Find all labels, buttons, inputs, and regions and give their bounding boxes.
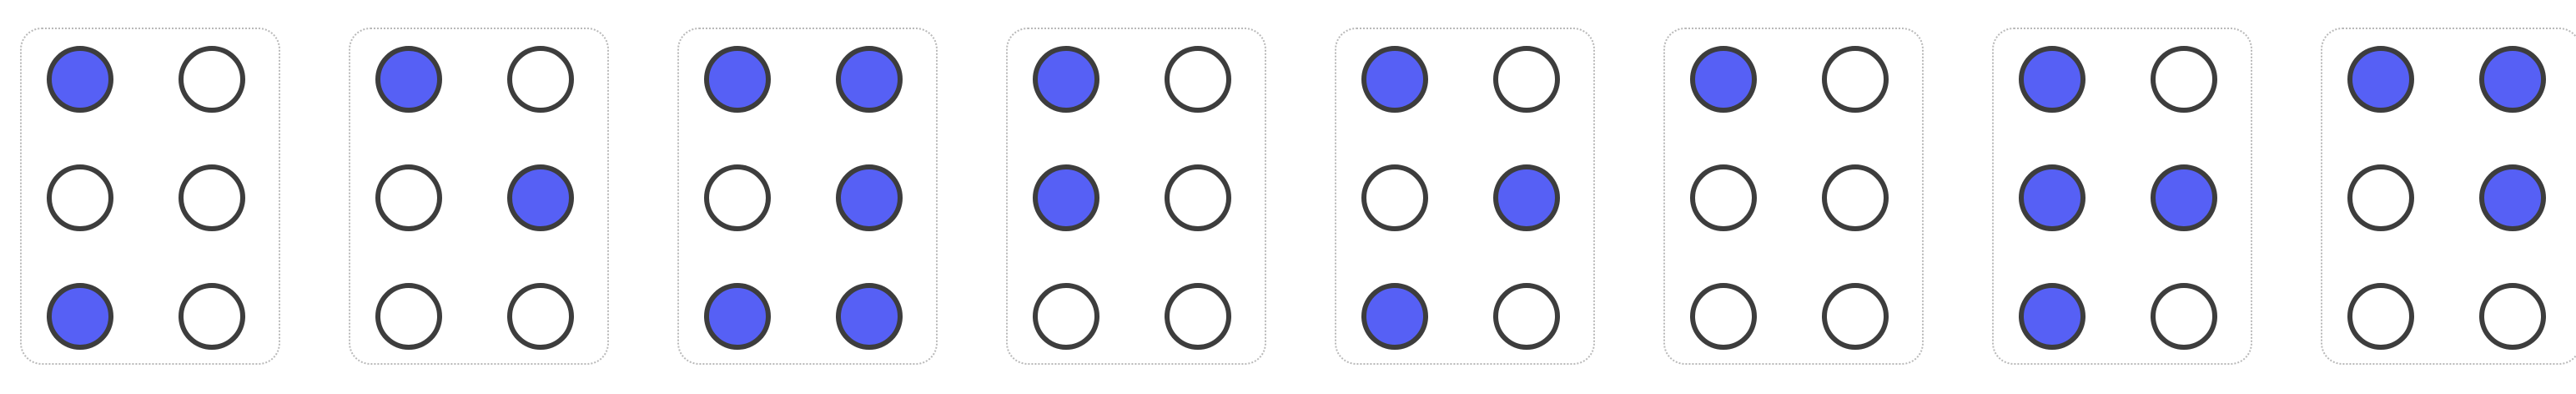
- braille-dot-2-raised: [2019, 164, 2085, 231]
- braille-cell-6: [1663, 28, 1924, 365]
- braille-cell-5: [1335, 28, 1595, 365]
- braille-dot-2-flat: [1690, 164, 1757, 231]
- braille-dot-1-raised: [1690, 46, 1757, 113]
- braille-cell-2: [349, 28, 609, 365]
- braille-dot-6-flat: [507, 283, 574, 350]
- braille-dot-6-flat: [2151, 283, 2217, 350]
- braille-dot-3-flat: [375, 283, 442, 350]
- braille-dot-4-flat: [1822, 46, 1889, 113]
- braille-dot-3-flat: [2347, 283, 2414, 350]
- braille-dot-5-raised: [2479, 164, 2546, 231]
- braille-dot-2-flat: [375, 164, 442, 231]
- braille-dot-1-raised: [2019, 46, 2085, 113]
- braille-dot-3-flat: [1690, 283, 1757, 350]
- braille-cell-8: [2321, 28, 2576, 365]
- braille-dot-2-flat: [704, 164, 771, 231]
- braille-dot-1-raised: [375, 46, 442, 113]
- braille-dot-3-flat: [1033, 283, 1099, 350]
- braille-cell-7: [1992, 28, 2252, 365]
- braille-dot-1-raised: [1033, 46, 1099, 113]
- braille-dot-6-flat: [2479, 283, 2546, 350]
- braille-dot-1-raised: [704, 46, 771, 113]
- braille-dot-2-flat: [47, 164, 113, 231]
- braille-dot-6-flat: [1165, 283, 1231, 350]
- braille-dot-6-flat: [179, 283, 245, 350]
- braille-dot-5-flat: [1822, 164, 1889, 231]
- braille-dot-4-flat: [179, 46, 245, 113]
- braille-dot-5-raised: [1493, 164, 1560, 231]
- braille-dot-1-raised: [2347, 46, 2414, 113]
- braille-dot-1-raised: [1361, 46, 1428, 113]
- braille-dot-5-flat: [1165, 164, 1231, 231]
- braille-dot-6-flat: [1493, 283, 1560, 350]
- braille-cell-1: [20, 28, 280, 365]
- braille-dot-4-flat: [507, 46, 574, 113]
- braille-dot-4-raised: [2479, 46, 2546, 113]
- braille-dot-5-raised: [2151, 164, 2217, 231]
- braille-dot-6-flat: [1822, 283, 1889, 350]
- braille-dot-3-raised: [47, 283, 113, 350]
- braille-dot-4-flat: [2151, 46, 2217, 113]
- braille-dot-3-raised: [2019, 283, 2085, 350]
- braille-cell-3: [677, 28, 938, 365]
- braille-dot-3-raised: [704, 283, 771, 350]
- braille-dot-2-flat: [2347, 164, 2414, 231]
- braille-dot-4-flat: [1493, 46, 1560, 113]
- braille-dot-5-flat: [179, 164, 245, 231]
- braille-dot-2-raised: [1033, 164, 1099, 231]
- braille-dot-5-raised: [836, 164, 903, 231]
- braille-dot-4-raised: [836, 46, 903, 113]
- braille-dot-2-flat: [1361, 164, 1428, 231]
- braille-dot-6-raised: [836, 283, 903, 350]
- braille-dot-4-flat: [1165, 46, 1231, 113]
- braille-dot-5-raised: [507, 164, 574, 231]
- braille-dot-3-raised: [1361, 283, 1428, 350]
- braille-dot-1-raised: [47, 46, 113, 113]
- braille-cell-4: [1006, 28, 1266, 365]
